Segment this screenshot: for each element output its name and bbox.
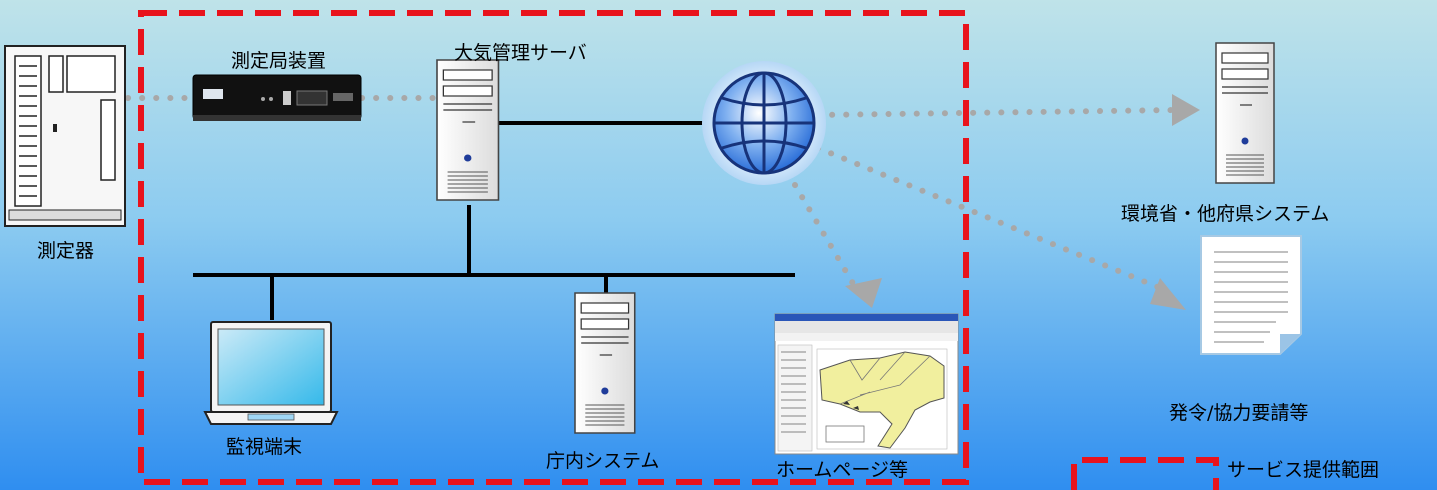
arrow-head (1150, 278, 1186, 310)
legend-boundary-sample (1071, 457, 1219, 490)
laptop-icon (203, 321, 339, 425)
label-homepage: ホームページ等 (776, 459, 909, 481)
label-monitor-terminal: 監視端末 (226, 436, 303, 458)
arrow-head (1172, 94, 1200, 126)
server-icon (436, 59, 500, 201)
label-measuring-device: 測定器 (37, 240, 95, 262)
label-internal-system: 庁内システム (546, 450, 660, 472)
server-icon (574, 292, 636, 434)
label-request: 発令/協力要請等 (1169, 402, 1309, 424)
label-ministry-system: 環境省・他府県システム (1121, 203, 1330, 225)
web-page-icon (774, 313, 959, 455)
measuring-device-icon (4, 45, 126, 227)
arrow-head (845, 278, 882, 308)
server-icon (1215, 42, 1275, 184)
label-station-device: 測定局装置 (231, 50, 327, 72)
dotted-links (125, 95, 1178, 295)
globe-icon (702, 61, 826, 185)
document-icon (1200, 235, 1302, 355)
station-device-icon (192, 74, 362, 121)
legend-service-label: サービス提供範囲 (1227, 459, 1380, 481)
network-lines (193, 121, 795, 320)
label-air-server: 大気管理サーバ (454, 42, 587, 64)
